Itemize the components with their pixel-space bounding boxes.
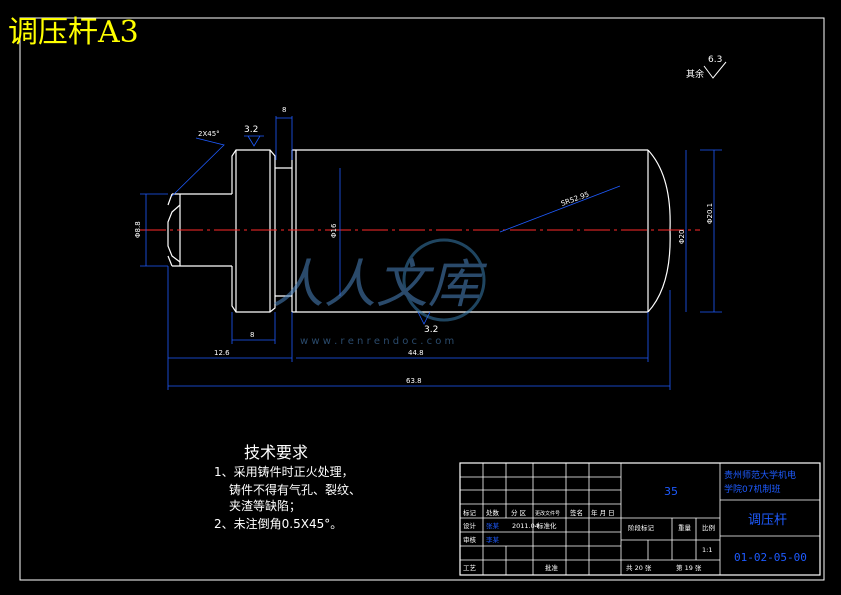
dim-mid-dia: Φ16 [330,223,338,238]
tb-scale-value: 1:1 [702,546,712,554]
tb-count: 处数 [486,508,500,517]
tb-check: 审核 [463,535,477,544]
dim-right-dia2: Φ20 [678,230,686,244]
school-class: 学院07机制班 [724,483,780,495]
roughness-bottom-value: 3.2 [424,325,438,335]
dim-right-dia: Φ20.1 [706,203,714,224]
tb-approve: 批准 [545,563,559,572]
tb-sheet-no: 第 19 张 [676,563,702,572]
drawing-title: 调压杆A3 [8,15,139,50]
part-outline [167,149,671,313]
dim-radius: SR52.95 [560,190,590,208]
dimension-lines [140,116,722,390]
tb-weight: 重量 [678,524,692,532]
dim-len-right: 44.8 [408,349,424,357]
tb-stage: 阶段标记 [628,523,655,532]
tb-mark: 标记 [463,508,477,517]
tb-scale: 比例 [702,523,715,532]
material: 35 [664,485,678,498]
tb-sign: 签名 [570,508,583,517]
title-block-text: 35 贵州师范大学机电 学院07机制班 调压杆 01-02-05-00 标记 处… [463,469,807,572]
tb-standard: 标准化 [537,521,557,530]
watermark-text: 人人文库 [272,255,488,315]
technical-requirements: 技术要求 1、采用铸件时正火处理， 铸件不得有气孔、裂纹、 夹渣等缺陷； 2、未… [214,443,361,531]
watermark-url: w w w . r e n r e n d o c . c o m [300,336,454,347]
dim-len-left: 12.6 [214,349,230,357]
tb-zone: 分 区 [511,508,527,517]
tech-req-line3: 夹渣等缺陷； [229,498,301,513]
school-name: 贵州师范大学机电 [724,469,796,481]
drawing-number: 01-02-05-00 [734,551,807,564]
tech-req-title: 技术要求 [244,443,308,462]
roughness-general: 其余 6.3 [686,55,727,80]
dim-top-8: 8 [282,106,286,114]
tb-sheets: 共 20 张 [626,563,652,572]
tb-change-doc: 更改文件号 [535,510,560,517]
tb-date: 年 月 日 [591,508,615,517]
dim-chamfer: 2X45° [198,130,220,138]
dim-left-dia: Φ8.8 [134,221,142,238]
tb-checker: 李某 [486,535,500,544]
roughness-general-value: 6.3 [708,55,722,65]
tb-date-value: 2011.04 [512,522,539,530]
tech-req-line4: 2、未注倒角0.5X45°。 [214,516,342,531]
roughness-left-value: 3.2 [244,125,258,135]
part-name: 调压杆 [748,513,787,528]
drawing-frame [19,17,825,581]
roughness-other-label: 其余 [686,68,704,80]
tb-process: 工艺 [463,564,477,572]
dim-len-total: 63.8 [406,377,422,385]
tech-req-line2: 铸件不得有气孔、裂纹、 [229,482,361,497]
title-block [459,462,821,576]
tb-designer: 张某 [486,521,500,530]
dim-width-8: 8 [250,331,254,339]
watermark: 人人文库 w w w . r e n r e n d o c . c o m [272,238,488,347]
tb-design: 设计 [463,521,477,530]
tech-req-line1: 1、采用铸件时正火处理， [214,464,354,479]
